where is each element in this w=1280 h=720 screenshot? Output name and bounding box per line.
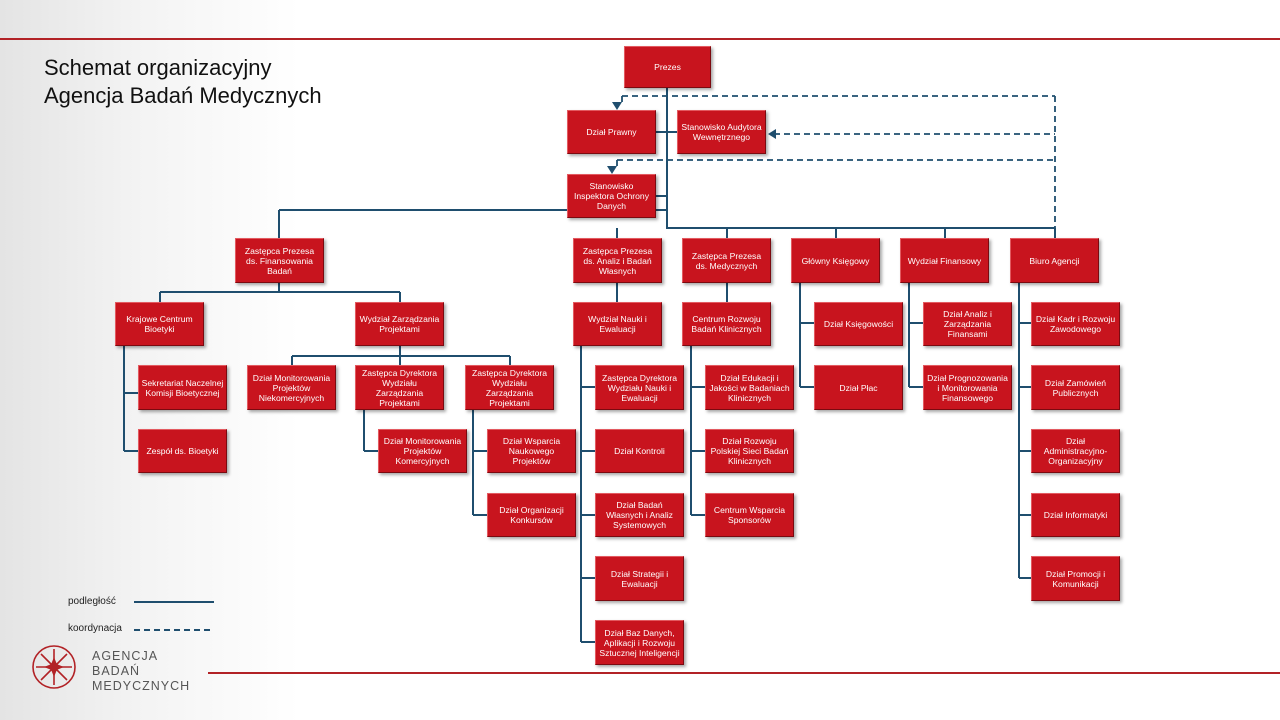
- box-dzial-prognozowania: Dział Prognozowania i Monitorowania Fina…: [923, 365, 1012, 410]
- box-zespol-bioetyki: Zespół ds. Bioetyki: [138, 429, 227, 473]
- box-dzial-baz-danych: Dział Baz Danych, Aplikacji i Rozwoju Sz…: [595, 620, 684, 665]
- box-dzial-administracyjny: Dział Administracyjno-Organizacyjny: [1031, 429, 1120, 473]
- box-dm-komercyjnych: Dział Monitorowania Projektów Komercyjny…: [378, 429, 467, 473]
- box-dzial-badan-wlasnych: Dział Badań Własnych i Analiz Systemowyc…: [595, 493, 684, 537]
- abm-emblem-icon: [32, 645, 76, 689]
- legend-coordination-label: koordynacja: [68, 623, 122, 634]
- box-dzial-rozwoju-sieci: Dział Rozwoju Polskiej Sieci Badań Klini…: [705, 429, 794, 473]
- logo-line-3: MEDYCZNYCH: [92, 679, 191, 693]
- box-dzial-edukacji: Dział Edukacji i Jakości w Badaniach Kli…: [705, 365, 794, 410]
- title-line-2: Agencja Badań Medycznych: [44, 83, 322, 108]
- box-zd-wzp-2: Zastępca Dyrektora Wydziału Zarządzania …: [465, 365, 554, 410]
- box-biuro-agencji: Biuro Agencji: [1010, 238, 1099, 283]
- box-dzial-kadr: Dział Kadr i Rozwoju Zawodowego: [1031, 302, 1120, 346]
- bottom-rule: [208, 672, 1280, 674]
- box-do-konkursow: Dział Organizacji Konkursów: [487, 493, 576, 537]
- box-dzial-informatyki: Dział Informatyki: [1031, 493, 1120, 537]
- box-prezes: Prezes: [624, 46, 711, 88]
- box-dw-naukowego: Dział Wsparcia Naukowego Projektów: [487, 429, 576, 473]
- logo-line-2: BADAŃ: [92, 664, 141, 678]
- box-dzial-analiz-fin: Dział Analiz i Zarządzania Finansami: [923, 302, 1012, 346]
- box-zd-wzp-1: Zastępca Dyrektora Wydziału Zarządzania …: [355, 365, 444, 410]
- background-gradient: [0, 0, 300, 720]
- box-dm-niekomercyjnych: Dział Monitorowania Projektów Niekomercy…: [247, 365, 336, 410]
- box-wydzial-finansowy: Wydział Finansowy: [900, 238, 989, 283]
- box-sekretariat: Sekretariat Naczelnej Komisji Bioetyczne…: [138, 365, 227, 410]
- box-zp-medycznych: Zastępca Prezesa ds. Medycznych: [682, 238, 771, 283]
- box-zp-analiz: Zastępca Prezesa ds. Analiz i Badań Włas…: [573, 238, 662, 283]
- title-line-1: Schemat organizacyjny: [44, 55, 272, 80]
- box-krajowe-centrum-bioetyki: Krajowe Centrum Bioetyki: [115, 302, 204, 346]
- box-dzial-zamowien: Dział Zamówień Publicznych: [1031, 365, 1120, 410]
- logo-line-1: AGENCJA: [92, 649, 159, 663]
- box-dzial-promocji: Dział Promocji i Komunikacji: [1031, 556, 1120, 601]
- page-title: Schemat organizacyjny Agencja Badań Medy…: [44, 54, 322, 110]
- box-crbk: Centrum Rozwoju Badań Klinicznych: [682, 302, 771, 346]
- box-wydzial-nauki: Wydział Nauki i Ewaluacji: [573, 302, 662, 346]
- box-zp-finansowania: Zastępca Prezesa ds. Finansowania Badań: [235, 238, 324, 283]
- box-dzial-ksiegowosci: Dział Księgowości: [814, 302, 903, 346]
- logo-wordmark: AGENCJA BADAŃ MEDYCZNYCH: [92, 649, 190, 694]
- top-rule: [0, 38, 1280, 40]
- box-wydzial-zarzadzania-projektami: Wydział Zarządzania Projektami: [355, 302, 444, 346]
- box-glowny-ksiegowy: Główny Księgowy: [791, 238, 880, 283]
- legend-subordination-label: podległość: [68, 596, 116, 607]
- box-dzial-prawny: Dział Prawny: [567, 110, 656, 154]
- box-iod: Stanowisko Inspektora Ochrony Danych: [567, 174, 656, 218]
- box-dzial-strategii: Dział Strategii i Ewaluacji: [595, 556, 684, 601]
- box-zd-wnie: Zastępca Dyrektora Wydziału Nauki i Ewal…: [595, 365, 684, 410]
- box-cws: Centrum Wsparcia Sponsorów: [705, 493, 794, 537]
- box-dzial-kontroli: Dział Kontroli: [595, 429, 684, 473]
- box-audytor: Stanowisko Audytora Wewnętrznego: [677, 110, 766, 154]
- box-dzial-plac: Dział Płac: [814, 365, 903, 410]
